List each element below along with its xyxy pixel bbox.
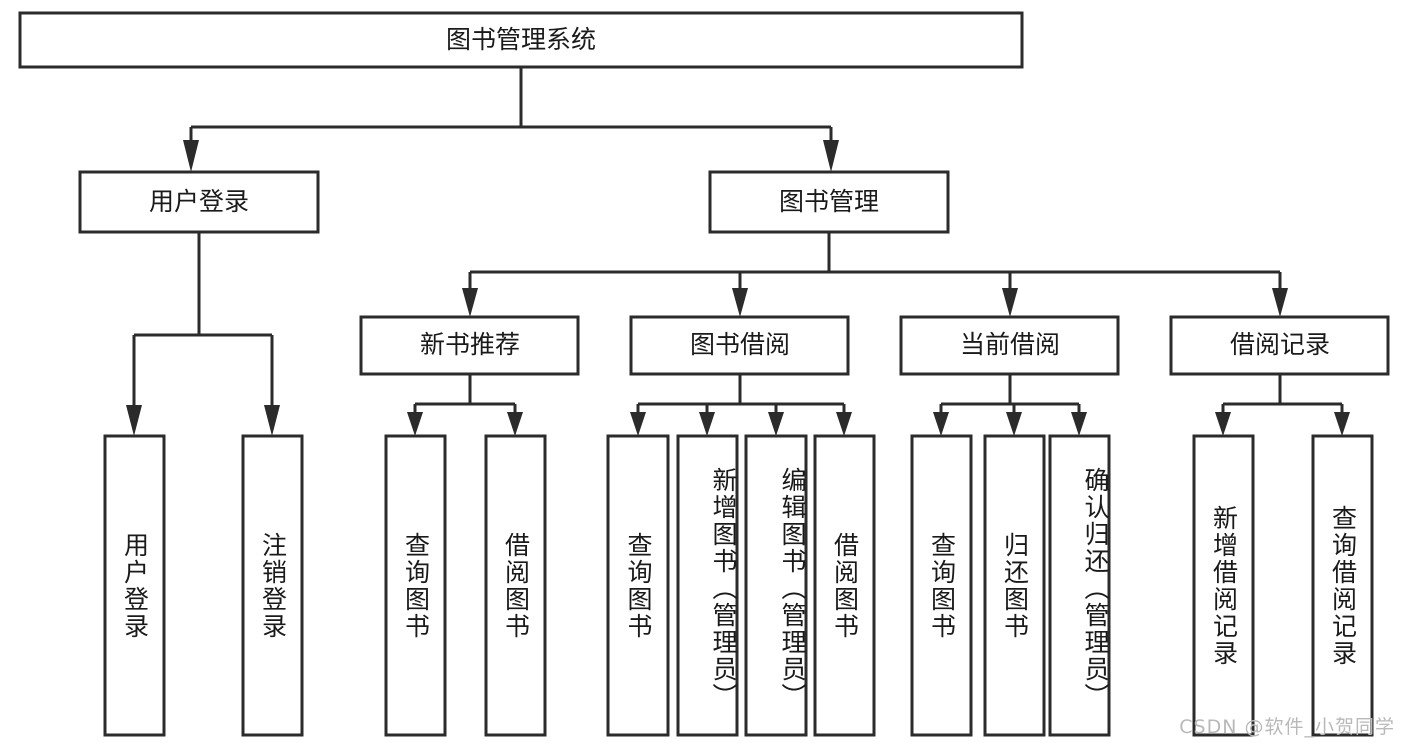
node-user-login-box[interactable] <box>78 170 320 234</box>
node-leaf-confirm-return-admin-box[interactable] <box>1048 434 1111 737</box>
node-root-box[interactable] <box>18 11 1024 69</box>
node-leaf-borrow-book-recommend-box[interactable] <box>484 434 547 737</box>
node-current-borrow-label: 当前借阅 <box>960 330 1060 359</box>
arrow-head-borrow-records <box>1272 288 1288 317</box>
arrow-head-new-book-recommend <box>462 288 478 317</box>
node-current-borrow[interactable]: 当前借阅 <box>899 315 1120 376</box>
arrow-head-user-login <box>183 140 199 172</box>
node-leaf-query-book-recommend-box[interactable] <box>384 434 447 737</box>
arrow-head-book-borrow <box>732 288 748 317</box>
node-borrow-records[interactable]: 借阅记录 <box>1169 315 1390 376</box>
leaf-box-layer <box>103 434 1374 737</box>
arrow-head-leaf-query-book-borrow <box>630 412 646 436</box>
arrow-head-leaf-add-book-admin <box>699 412 715 436</box>
node-new-book-recommend-label: 新书推荐 <box>420 330 520 359</box>
node-book-borrow[interactable]: 图书借阅 <box>629 315 850 376</box>
arrow-head-book-management <box>823 140 839 172</box>
arrow-head-leaf-query-borrow-record <box>1334 412 1350 436</box>
node-current-borrow-box[interactable] <box>899 315 1120 376</box>
node-book-management-label: 图书管理 <box>779 187 879 216</box>
node-leaf-user-logout-box[interactable] <box>241 434 304 737</box>
node-leaf-query-book-borrow-box[interactable] <box>606 434 670 737</box>
node-root[interactable]: 图书管理系统 <box>18 11 1024 69</box>
arrow-head-leaf-edit-book-admin <box>768 412 784 436</box>
arrow-head-leaf-borrow-book-recommend <box>507 412 523 436</box>
node-leaf-borrow-book-box[interactable] <box>813 434 876 737</box>
node-user-login-label: 用户登录 <box>149 187 249 216</box>
arrow-head-leaf-borrow-book <box>836 412 852 436</box>
node-book-management[interactable]: 图书管理 <box>708 170 950 234</box>
arrow-head-leaf-user-login <box>126 405 142 436</box>
node-leaf-add-borrow-record-box[interactable] <box>1192 434 1255 737</box>
node-book-management-box[interactable] <box>708 170 950 234</box>
node-leaf-user-login-box[interactable] <box>103 434 166 737</box>
node-new-book-recommend[interactable]: 新书推荐 <box>359 315 580 376</box>
node-borrow-records-box[interactable] <box>1169 315 1390 376</box>
node-leaf-add-book-admin-box[interactable] <box>676 434 739 737</box>
node-leaf-return-book-box[interactable] <box>983 434 1046 737</box>
connector-layer <box>126 67 1350 436</box>
arrow-head-leaf-query-book-recommend <box>407 412 423 436</box>
node-user-login[interactable]: 用户登录 <box>78 170 320 234</box>
arrow-head-leaf-add-borrow-record <box>1215 412 1231 436</box>
node-leaf-query-borrow-record-box[interactable] <box>1311 434 1374 737</box>
node-leaf-query-book-current-box[interactable] <box>910 434 973 737</box>
node-root-label: 图书管理系统 <box>446 25 596 54</box>
node-leaf-edit-book-admin-box[interactable] <box>744 434 808 737</box>
node-borrow-records-label: 借阅记录 <box>1230 330 1330 359</box>
node-book-borrow-label: 图书借阅 <box>690 330 790 359</box>
arrow-head-leaf-query-book-current <box>933 412 949 436</box>
arrow-head-leaf-confirm-return-admin <box>1071 412 1087 436</box>
node-book-borrow-box[interactable] <box>629 315 850 376</box>
node-new-book-recommend-box[interactable] <box>359 315 580 376</box>
arrow-head-leaf-return-book <box>1006 412 1022 436</box>
arrow-head-current-borrow <box>1002 288 1018 317</box>
arrow-head-leaf-user-logout <box>264 405 280 436</box>
csdn-watermark: CSDN @软件_小贺同学 <box>1179 716 1395 738</box>
